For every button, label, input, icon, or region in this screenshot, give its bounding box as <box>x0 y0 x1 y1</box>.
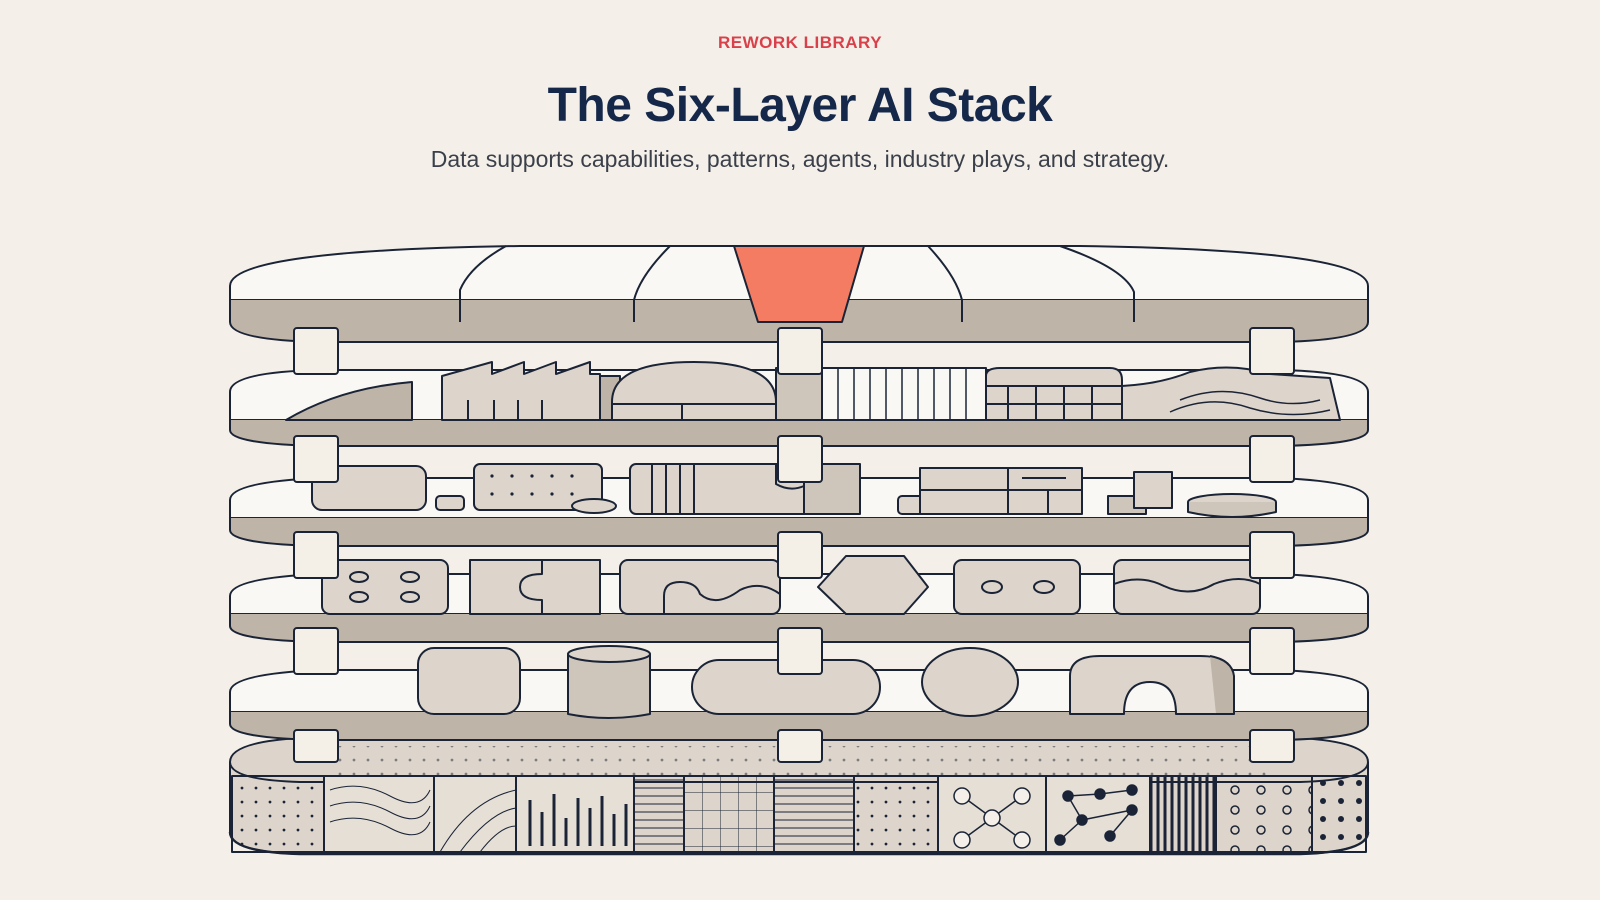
layer-capabilities <box>229 645 1369 741</box>
layer-agents <box>229 463 1369 547</box>
layer-strategy <box>229 245 1369 343</box>
library-kicker: REWORK LIBRARY <box>717 33 883 52</box>
ai-stack-illustration <box>228 245 1370 856</box>
layer-industry-plays <box>229 361 1369 447</box>
page-title: The Six-Layer AI Stack <box>547 79 1053 132</box>
support-pillars <box>293 327 1295 763</box>
page-subtitle: Data supports capabilities, patterns, ag… <box>430 146 1170 172</box>
layer-patterns <box>229 555 1369 643</box>
